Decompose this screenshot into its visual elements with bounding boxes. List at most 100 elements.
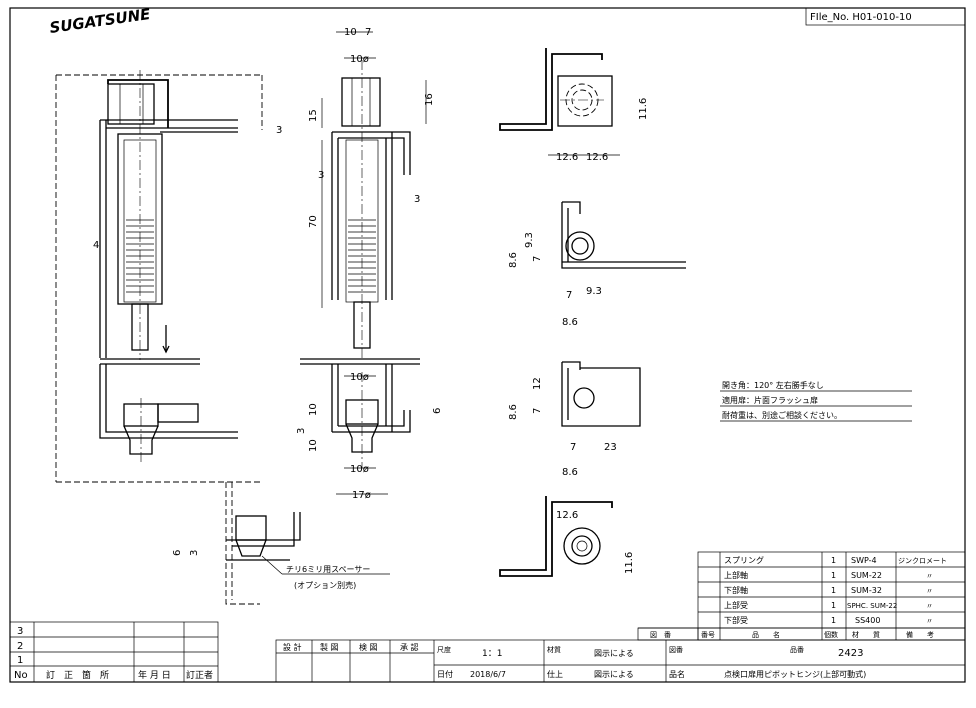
spacer-option: (オプション別売)	[294, 580, 356, 590]
revision-row-2: 2	[17, 641, 23, 652]
label-name: 品名	[669, 669, 685, 679]
dim-v4-12-6: 12.6	[556, 510, 578, 521]
label-check: 検 図	[359, 642, 378, 652]
parts-row: 下部受 1 SS400 〃	[724, 615, 933, 625]
dim-top-70: 70	[308, 215, 319, 228]
scale-value: 1：1	[482, 649, 502, 659]
parts-list-table: スプリング 1 SWP-4 ジンクロメート 上部軸 1 SUM-22 〃 下部軸…	[637, 551, 966, 641]
svg-text:1: 1	[831, 556, 836, 565]
dim-v3-7a: 7	[532, 408, 543, 414]
svg-text:〃: 〃	[926, 602, 933, 610]
product-name: 点検口扉用ピボットヒンジ(上部可動式)	[724, 669, 866, 679]
dim-v3-12: 12	[532, 377, 543, 390]
dim-v1-12-6b: 12.6	[586, 152, 608, 163]
label-date: 日付	[437, 669, 453, 679]
spec-notes: 開き角：120° 左右勝手なし 適用扉：片面フラッシュ扉 耐荷重は、別途ご相談く…	[720, 380, 912, 422]
svg-text:SS400: SS400	[855, 616, 880, 625]
svg-text:下部軸: 下部軸	[724, 585, 748, 595]
svg-text:1: 1	[831, 571, 836, 580]
label-approve: 承 認	[400, 642, 419, 652]
dim-v3-8-6b: 8.6	[562, 467, 578, 478]
dim-v4-11-6: 11.6	[624, 552, 635, 574]
revision-header-place: 訂 正 箇 所	[46, 669, 109, 681]
parts-header-row: 図 番 番号 品 名 個数 材 質 備 考	[637, 627, 966, 641]
dim-low-6: 6	[432, 408, 443, 414]
dim-low-10phi2: 10ø	[350, 464, 369, 475]
dim-v2-9-3b: 9.3	[586, 286, 602, 297]
svg-text:上部軸: 上部軸	[724, 570, 748, 580]
svg-text:品 名: 品 名	[752, 630, 780, 639]
dim-v1-12-6a: 12.6	[556, 152, 578, 163]
front-assembly-view: 4	[55, 70, 263, 483]
note-load: 耐荷重は、別途ご相談ください。	[722, 410, 842, 420]
dim-v1-11-6: 11.6	[638, 98, 649, 120]
date-value: 2018/6/7	[470, 670, 506, 679]
svg-text:1: 1	[831, 616, 836, 625]
revision-row-3: 3	[17, 626, 23, 637]
label-design: 設 計	[283, 642, 302, 652]
upper-receiver-plan-view: 9.3 8.6 7 7 9.3 8.6	[508, 201, 686, 328]
svg-text:1: 1	[831, 586, 836, 595]
finish-value: 図示による	[594, 670, 634, 679]
svg-text:〃: 〃	[926, 587, 933, 595]
revision-table: 3 2 1 No 訂 正 箇 所 年 月 日 訂正者	[9, 621, 219, 683]
parts-row: 上部軸 1 SUM-22 〃	[724, 570, 933, 580]
spacer-label: チリ6ミリ用スペーサー	[286, 565, 370, 574]
dim-low-10b: 10	[308, 439, 319, 452]
material-value: 図示による	[594, 649, 634, 658]
brand-logo: SUGATSUNE	[48, 5, 152, 37]
side-section-view: 10 7 10ø 16 15 3 3 3 70 10ø 10 10 3 6 10…	[276, 27, 443, 501]
parts-row: スプリング 1 SWP-4 ジンクロメート	[724, 555, 947, 565]
svg-text:上部受: 上部受	[724, 600, 748, 610]
spacer-detail-view: 6 3 チリ6ミリ用スペーサー (オプション別売)	[172, 482, 390, 605]
svg-text:SWP-4: SWP-4	[851, 556, 877, 565]
svg-text:1: 1	[831, 601, 836, 610]
part-number: 2423	[838, 648, 863, 659]
dim-spacer-6: 6	[172, 550, 183, 556]
dim-low-3: 3	[296, 428, 307, 434]
note-open-angle: 開き角：120° 左右勝手なし	[722, 380, 824, 390]
svg-text:図 番: 図 番	[650, 631, 671, 639]
svg-text:個数: 個数	[824, 630, 838, 639]
dim-top-16: 16	[424, 93, 435, 106]
label-material: 材質	[547, 645, 561, 654]
svg-text:材 質: 材 質	[852, 630, 880, 639]
dim-v3-7b: 7	[570, 442, 576, 453]
label-scale: 尺度	[437, 645, 451, 654]
lower-receiver-plan-view: 12 8.6 7 7 23 8.6	[508, 361, 641, 478]
top-bracket-view: 11.6 12.6 12.6	[499, 48, 649, 163]
revision-row-1: 1	[17, 655, 23, 666]
parts-row: 下部軸 1 SUM-32 〃	[724, 585, 933, 595]
label-finish: 仕上	[547, 669, 563, 679]
dim-top-10: 10	[344, 27, 357, 38]
revision-header-person: 訂正者	[186, 669, 213, 681]
parts-row: 上部受 1 SPHC. SUM-22 〃	[724, 600, 933, 610]
svg-text:SUM-32: SUM-32	[851, 586, 882, 595]
svg-text:備 考: 備 考	[906, 630, 934, 639]
dim-top-3b: 3	[318, 170, 324, 181]
label-part: 品番	[790, 646, 804, 654]
bottom-bracket-view: 12.6 11.6	[499, 496, 635, 577]
dim-v2-9-3a: 9.3	[524, 232, 535, 248]
dim-top-3a: 3	[276, 125, 282, 136]
dim-top-15: 15	[308, 109, 319, 122]
dim-v2-8-6a: 8.6	[508, 252, 519, 268]
svg-text:SUGATSUNE: SUGATSUNE	[48, 5, 152, 37]
file-number: FIle_No. H01-010-10	[810, 12, 912, 23]
dim-low-10phi: 10ø	[350, 372, 369, 383]
dim-top-10phi: 10ø	[350, 54, 369, 65]
svg-text:〃: 〃	[926, 572, 933, 580]
dim-v2-7b: 7	[566, 290, 572, 301]
revision-header-no: No	[14, 670, 28, 681]
file-number-box: FIle_No. H01-010-10	[805, 7, 966, 26]
dim-low-10a: 10	[308, 403, 319, 416]
dim-low-17phi: 17ø	[352, 490, 371, 501]
dim-left-4: 4	[93, 240, 99, 251]
dim-top-7: 7	[365, 27, 371, 38]
dim-top-3c: 3	[414, 194, 420, 205]
svg-text:番号: 番号	[701, 631, 715, 639]
dim-spacer-3: 3	[189, 550, 200, 556]
note-door-type: 適用扉：片面フラッシュ扉	[722, 395, 818, 405]
